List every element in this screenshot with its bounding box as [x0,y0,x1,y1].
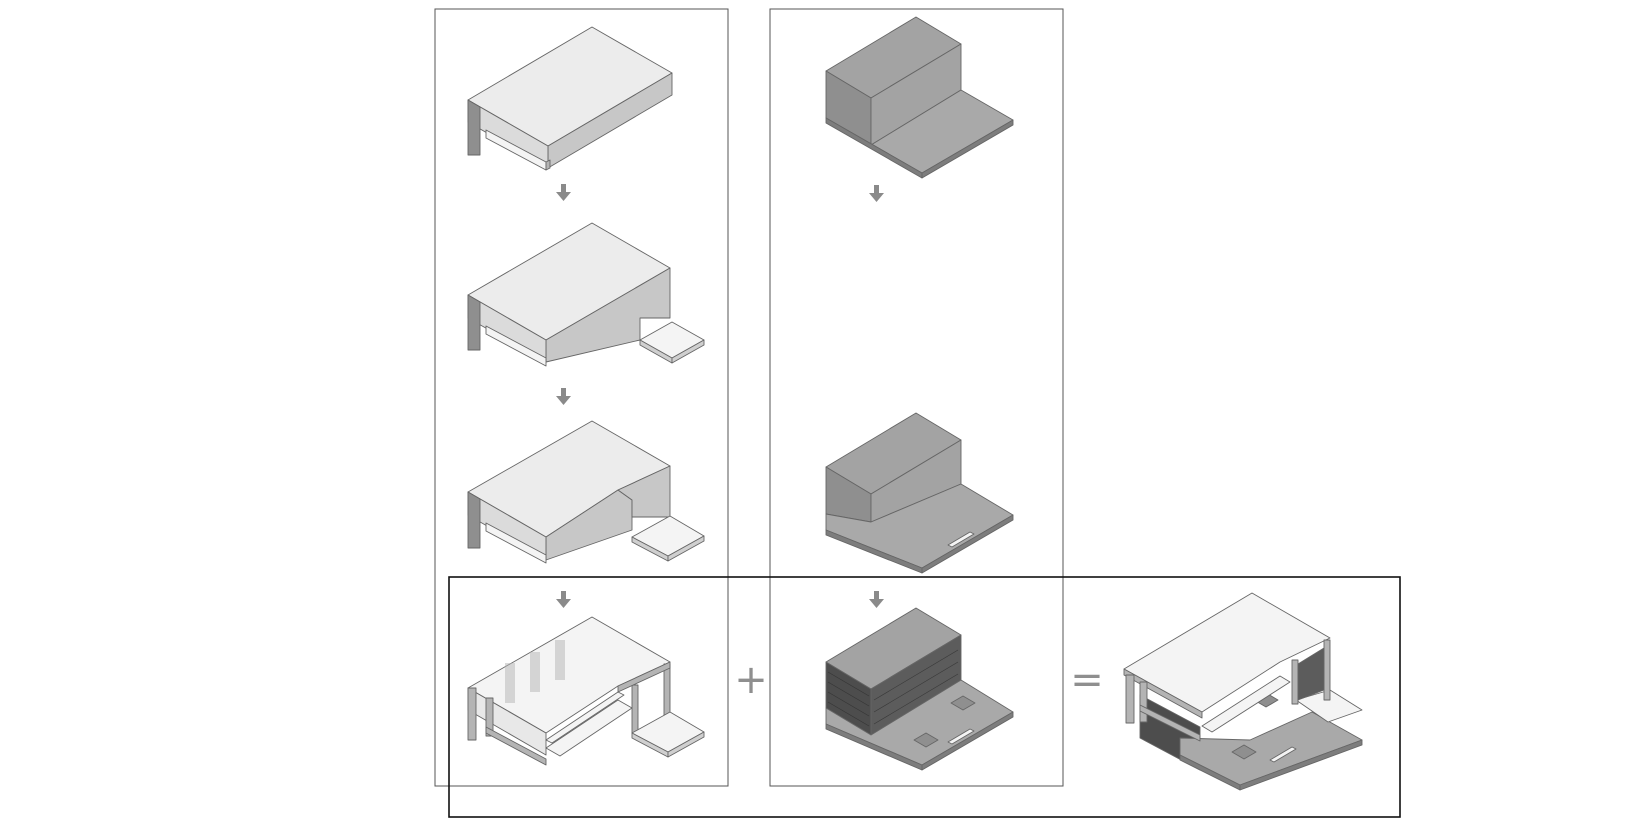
plus-operator: + [734,657,768,703]
arrow-down-icon [556,388,571,405]
middle-step-1-terrain [825,16,1014,179]
left-step-1-volume [467,26,673,171]
left-step-3-volume [467,420,705,564]
arrow-down-icon [556,591,571,608]
middle-column-frame [769,8,1064,787]
equals-operator: = [1070,657,1104,703]
left-step-4-structure [467,616,705,766]
arrow-down-icon [869,591,884,608]
arrow-down-icon [869,185,884,202]
left-column-frame [434,8,729,787]
combined-result-volume [1123,592,1363,791]
middle-step-2-terrain [825,412,1014,574]
bottom-result-frame [448,576,1401,818]
left-step-2-volume [467,222,705,367]
arrow-down-icon [556,184,571,201]
middle-step-3-rock-mass [825,607,1014,771]
